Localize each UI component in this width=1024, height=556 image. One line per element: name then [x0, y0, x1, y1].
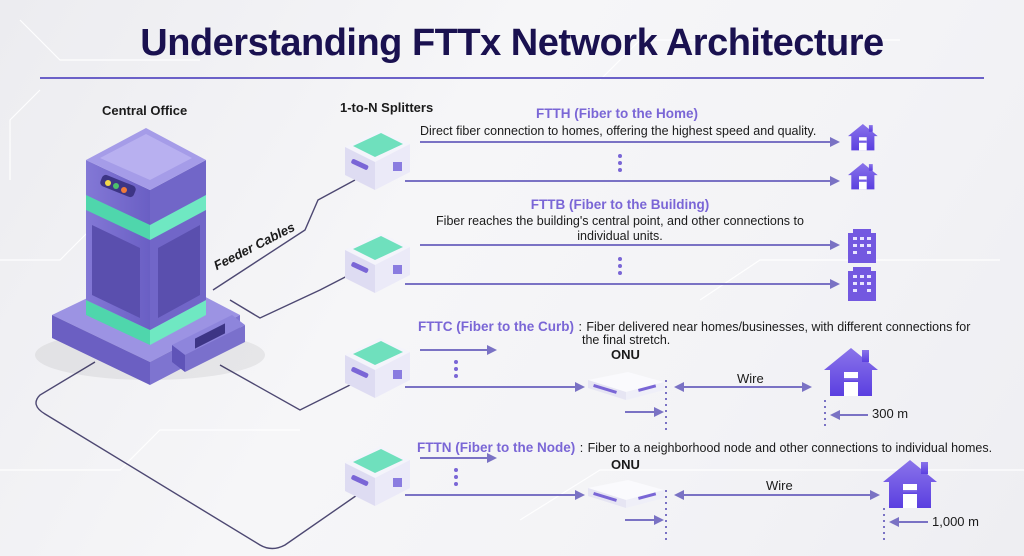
building-icon [848, 267, 876, 301]
server-tower-icon [35, 128, 265, 385]
title-divider [40, 77, 984, 79]
house-icon [824, 348, 878, 396]
fttn-heading: FTTN (Fiber to the Node) [417, 440, 576, 455]
house-icon [883, 460, 937, 508]
splitter-devices [345, 130, 410, 506]
fttc-distance-label: 300 m [872, 406, 909, 421]
fttn-description: Fiber to a neighborhood node and other c… [587, 441, 993, 455]
page-title: Understanding FTTx Network Architecture [140, 22, 884, 64]
fttc-heading: FTTC (Fiber to the Curb) [418, 319, 574, 334]
fttn-header-row: FTTN (Fiber to the Node) : Fiber to a ne… [417, 439, 992, 457]
fttc-header-row: FTTC (Fiber to the Curb) : Fiber deliver… [418, 318, 970, 336]
house-icon [848, 124, 878, 151]
central-office-label: Central Office [102, 103, 188, 118]
fttc-onu-label: ONU [611, 347, 640, 362]
fttb-heading: FTTB (Fiber to the Building) [530, 197, 710, 212]
fttn-onu-label: ONU [611, 457, 640, 472]
onu-device-icon [588, 480, 664, 508]
house-icon [848, 163, 878, 190]
circuit-decoration [0, 19, 1024, 521]
feeder-cables [35, 179, 361, 550]
ellipsis-dots [454, 154, 622, 486]
fttc-description-line2: the final stretch. [582, 333, 671, 347]
fttb-description-line2: individual units. [577, 229, 663, 243]
splitter-icon [345, 130, 410, 190]
building-icon [848, 229, 876, 263]
fttc-description-line1: Fiber delivered near homes/businesses, w… [586, 320, 971, 334]
fttc-separator: : [578, 320, 582, 334]
fttc-wire-label: Wire [737, 371, 764, 386]
fttn-separator: : [579, 441, 584, 455]
ftth-heading: FTTH (Fiber to the Home) [536, 106, 698, 121]
ftth-description: Direct fiber connection to homes, offeri… [420, 124, 817, 138]
splitter-icon [345, 446, 410, 506]
fttn-distance-label: 1,000 m [932, 514, 979, 529]
fttn-wire-label: Wire [766, 478, 793, 493]
onu-device-icon [588, 372, 664, 400]
fttb-description-line1: Fiber reaches the building's central poi… [436, 214, 804, 228]
splitter-icon [345, 233, 410, 293]
splitters-label: 1-to-N Splitters [340, 100, 434, 115]
splitter-icon [345, 338, 410, 398]
